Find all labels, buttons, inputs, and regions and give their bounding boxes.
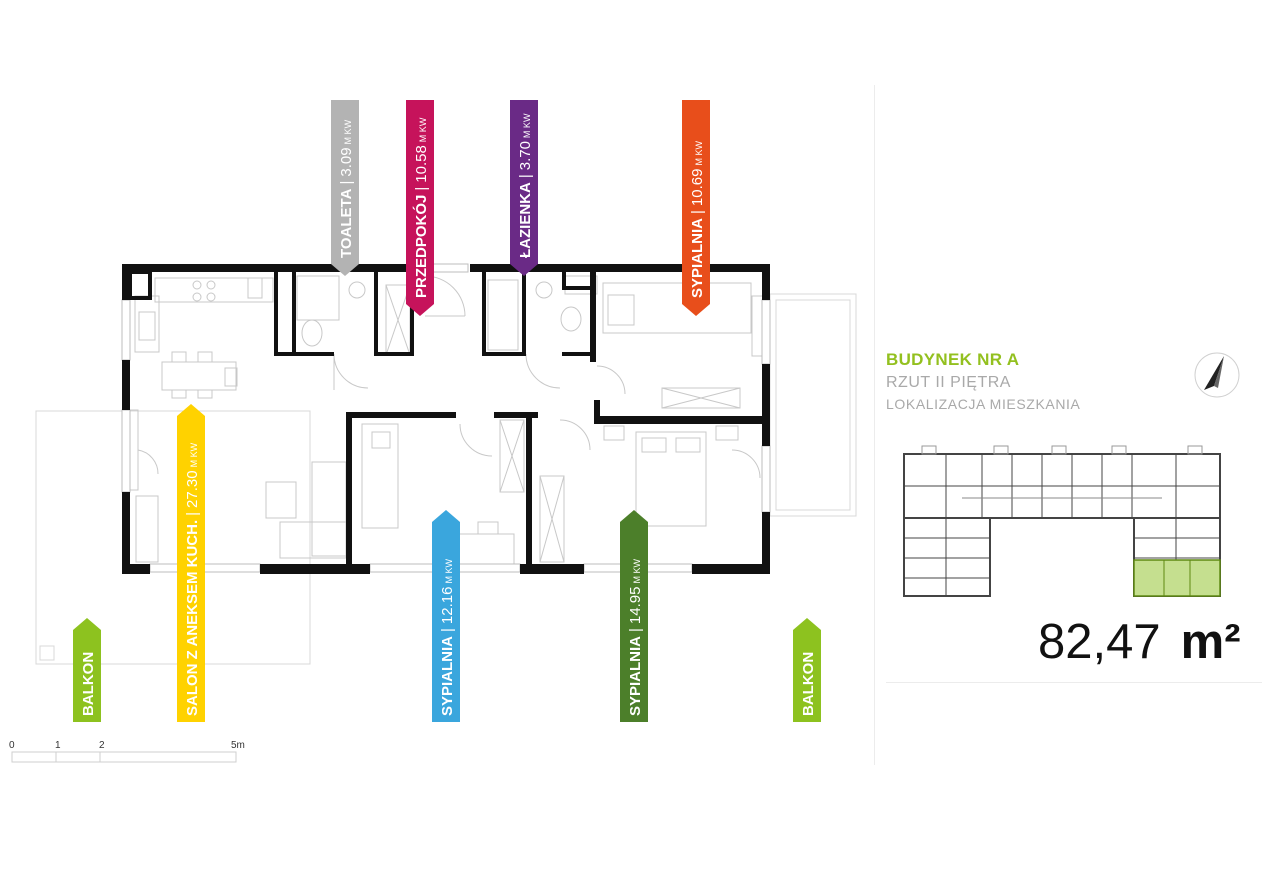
room-label-arrow <box>406 100 434 316</box>
room-label-arrow <box>177 404 205 722</box>
room-label-arrow <box>682 100 710 316</box>
room-area-unit: M KW <box>632 559 642 584</box>
room-area-unit: M KW <box>444 559 454 584</box>
total-area-unit: m² <box>1180 615 1241 669</box>
balcony-right-outline <box>769 293 857 517</box>
room-label-arrow <box>620 510 648 722</box>
room-label-salon: SALON Z ANEKSEM KUCH.|27.30M KW <box>177 404 205 722</box>
room-label-arrow <box>73 618 101 722</box>
scale-tick-2: 2 <box>99 740 105 751</box>
room-label-arrow <box>793 618 821 722</box>
room-name: TOALETA <box>338 188 355 258</box>
room-area-unit: M KW <box>418 117 428 142</box>
room-name: SYPIALNIA <box>439 636 456 716</box>
building-title: BUDYNEK NR A <box>886 350 1020 369</box>
room-label-arrow <box>432 510 460 722</box>
room-area: 10.58 <box>413 145 430 183</box>
room-name: BALKON <box>80 652 97 716</box>
room-area: 3.09 <box>338 147 355 176</box>
floor-label: RZUT II PIĘTRA <box>886 374 1011 391</box>
room-area: 12.16 <box>439 587 456 625</box>
area-underline <box>886 682 1262 683</box>
room-name: SYPIALNIA <box>627 636 644 716</box>
scale-tick-5m: 5m <box>231 740 245 751</box>
scale-tick-0: 0 <box>9 740 15 751</box>
room-label-przedpokoj: PRZEDPOKÓJ|10.58M KW <box>406 100 434 316</box>
room-label-sypialnia_top: SYPIALNIA|10.69M KW <box>682 100 710 316</box>
room-label-lazienka: ŁAZIENKA|3.70M KW <box>510 100 538 276</box>
room-name: SYPIALNIA <box>689 218 706 298</box>
apartment-highlight <box>1133 559 1221 597</box>
room-name: PRZEDPOKÓJ <box>412 195 430 298</box>
sidebar-separator <box>874 85 875 765</box>
room-label-text: TOALETA|3.09M KW <box>338 119 355 258</box>
room-label-text: SYPIALNIA|12.16M KW <box>439 559 456 716</box>
north-compass-icon <box>1194 352 1240 398</box>
room-label-toaleta: TOALETA|3.09M KW <box>331 100 359 276</box>
room-area: 14.95 <box>627 587 644 625</box>
room-label-text: BALKON <box>80 652 97 716</box>
room-label-text: SYPIALNIA|14.95M KW <box>627 559 644 716</box>
balcony-left-outline <box>35 410 311 665</box>
walls <box>122 264 770 574</box>
room-label-text: PRZEDPOKÓJ|10.58M KW <box>412 117 430 298</box>
room-area: 27.30 <box>184 470 201 508</box>
building-key-plan <box>903 445 1221 597</box>
room-area-unit: M KW <box>343 119 353 144</box>
room-label-arrow <box>331 100 359 276</box>
room-name: ŁAZIENKA <box>517 182 534 258</box>
total-area: 82,47 m² <box>1038 614 1241 670</box>
room-label-text: SALON Z ANEKSEM KUCH.|27.30M KW <box>184 442 201 716</box>
room-area: 10.69 <box>689 169 706 207</box>
room-label-text: ŁAZIENKA|3.70M KW <box>517 113 534 258</box>
room-name: BALKON <box>800 652 817 716</box>
room-label-sypialnia_right: SYPIALNIA|14.95M KW <box>620 510 648 722</box>
room-label-arrow <box>510 100 538 276</box>
scale-tick-1: 1 <box>55 740 61 751</box>
room-label-text: SYPIALNIA|10.69M KW <box>689 141 706 298</box>
total-area-value: 82,47 <box>1038 615 1161 669</box>
scale-bar: 0 1 2 5m <box>9 740 245 763</box>
room-label-text: BALKON <box>800 652 817 716</box>
room-label-sypialnia_mid: SYPIALNIA|12.16M KW <box>432 510 460 722</box>
room-label-balkon_right: BALKON <box>793 618 821 722</box>
room-area: 3.70 <box>517 141 534 170</box>
room-area-unit: M KW <box>522 113 532 138</box>
room-area-unit: M KW <box>694 141 704 166</box>
room-name: SALON Z ANEKSEM KUCH. <box>184 520 201 716</box>
building-info-panel: BUDYNEK NR A RZUT II PIĘTRA LOKALIZACJA … <box>886 0 1266 892</box>
room-area-unit: M KW <box>189 442 199 467</box>
location-label: LOKALIZACJA MIESZKANIA <box>886 396 1081 412</box>
room-label-balkon_left: BALKON <box>73 618 101 722</box>
